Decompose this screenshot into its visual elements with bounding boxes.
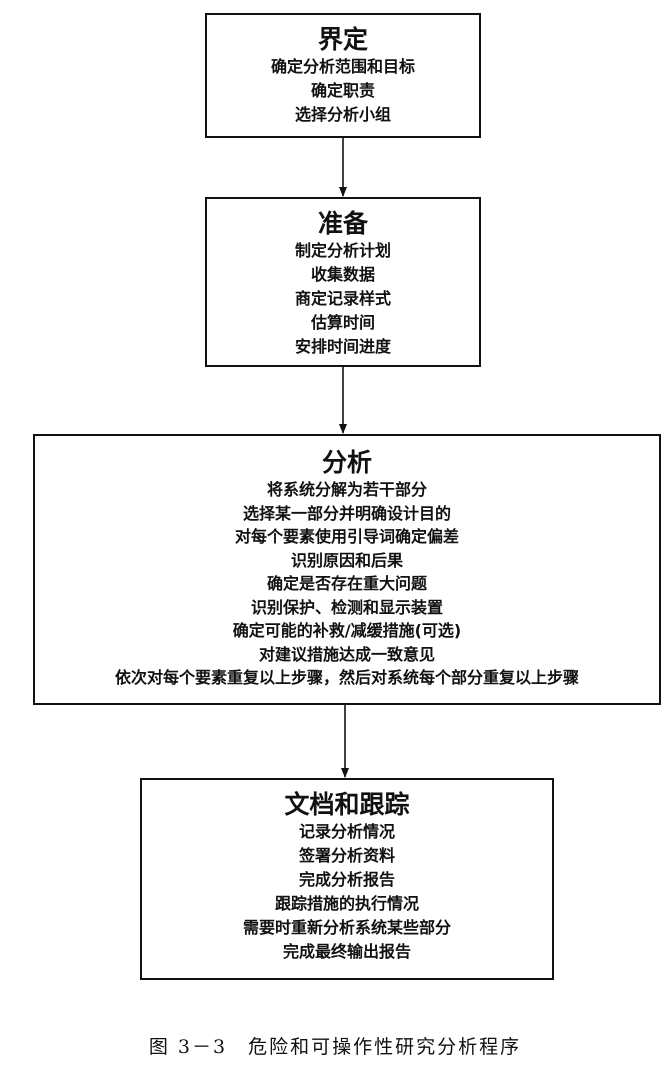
documentation-box: 文档和跟踪 记录分析情况 签署分析资料 完成分析报告 跟踪措施的执行情况 需要时… — [140, 778, 554, 980]
prepare-item: 收集数据 — [310, 265, 375, 284]
define-item: 确定职责 — [310, 81, 375, 100]
analysis-title: 分析 — [321, 448, 372, 477]
documentation-item: 完成最终输出报告 — [282, 942, 411, 961]
documentation-title: 文档和跟踪 — [284, 790, 410, 819]
prepare-item: 制定分析计划 — [294, 241, 391, 260]
analysis-item: 对建议措施达成一致意见 — [258, 644, 435, 664]
define-item: 选择分析小组 — [294, 105, 391, 124]
define-item: 确定分析范围和目标 — [270, 57, 415, 76]
analysis-item: 确定可能的补救/减缓措施(可选) — [232, 621, 462, 640]
prepare-item: 估算时间 — [310, 313, 375, 332]
prepare-item: 商定记录样式 — [294, 289, 391, 308]
analysis-item: 识别保护、检测和显示装置 — [250, 597, 443, 617]
prepare-item: 安排时间进度 — [294, 337, 391, 356]
analysis-box: 分析 将系统分解为若干部分 选择某一部分并明确设计目的 对每个要素使用引导词确定… — [33, 434, 661, 705]
figure-caption: 图 3－3 危险和可操作性研究分析程序 — [148, 1036, 522, 1058]
analysis-item: 将系统分解为若干部分 — [266, 480, 427, 499]
analysis-item: 确定是否存在重大问题 — [266, 574, 427, 593]
analysis-item: 依次对每个要素重复以上步骤，然后对系统每个部分重复以上步骤 — [114, 668, 579, 687]
analysis-item: 识别原因和后果 — [290, 550, 403, 570]
prepare-title: 准备 — [317, 209, 368, 238]
analysis-item: 对每个要素使用引导词确定偏差 — [234, 527, 459, 546]
define-box: 界定 确定分析范围和目标 确定职责 选择分析小组 — [205, 13, 481, 138]
define-title: 界定 — [317, 25, 368, 54]
documentation-item: 需要时重新分析系统某些部分 — [242, 918, 451, 937]
documentation-item: 跟踪措施的执行情况 — [274, 894, 419, 913]
documentation-item: 完成分析报告 — [298, 870, 395, 889]
analysis-item: 选择某一部分并明确设计目的 — [242, 503, 451, 523]
prepare-box: 准备 制定分析计划 收集数据 商定记录样式 估算时间 安排时间进度 — [205, 197, 481, 367]
documentation-item: 记录分析情况 — [298, 822, 395, 841]
documentation-item: 签署分析资料 — [298, 846, 395, 865]
